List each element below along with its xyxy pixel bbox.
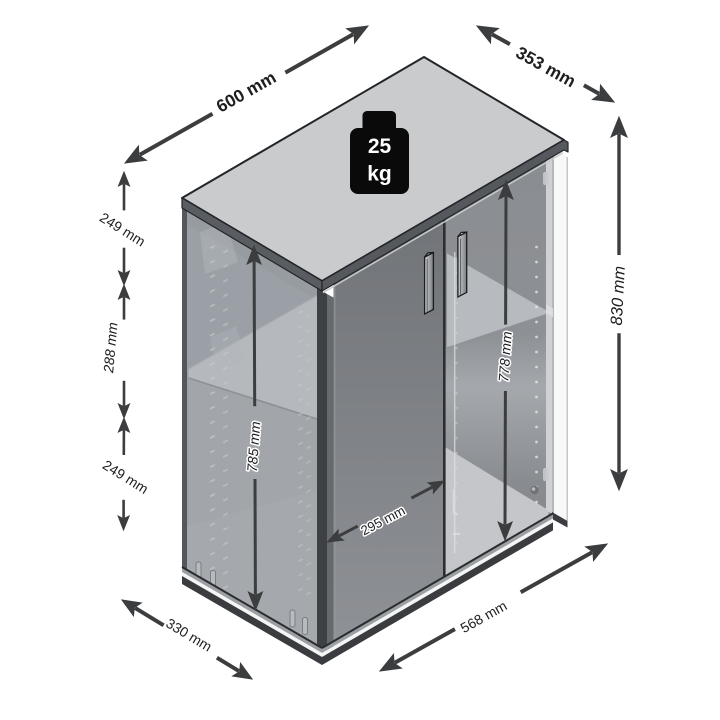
svg-text:778 mm: 778 mm xyxy=(495,331,515,383)
svg-text:830 mm: 830 mm xyxy=(608,266,629,326)
svg-text:kg: kg xyxy=(367,163,392,186)
svg-text:785 mm: 785 mm xyxy=(244,421,264,473)
svg-text:25: 25 xyxy=(368,135,392,158)
svg-text:288 mm: 288 mm xyxy=(100,321,120,374)
